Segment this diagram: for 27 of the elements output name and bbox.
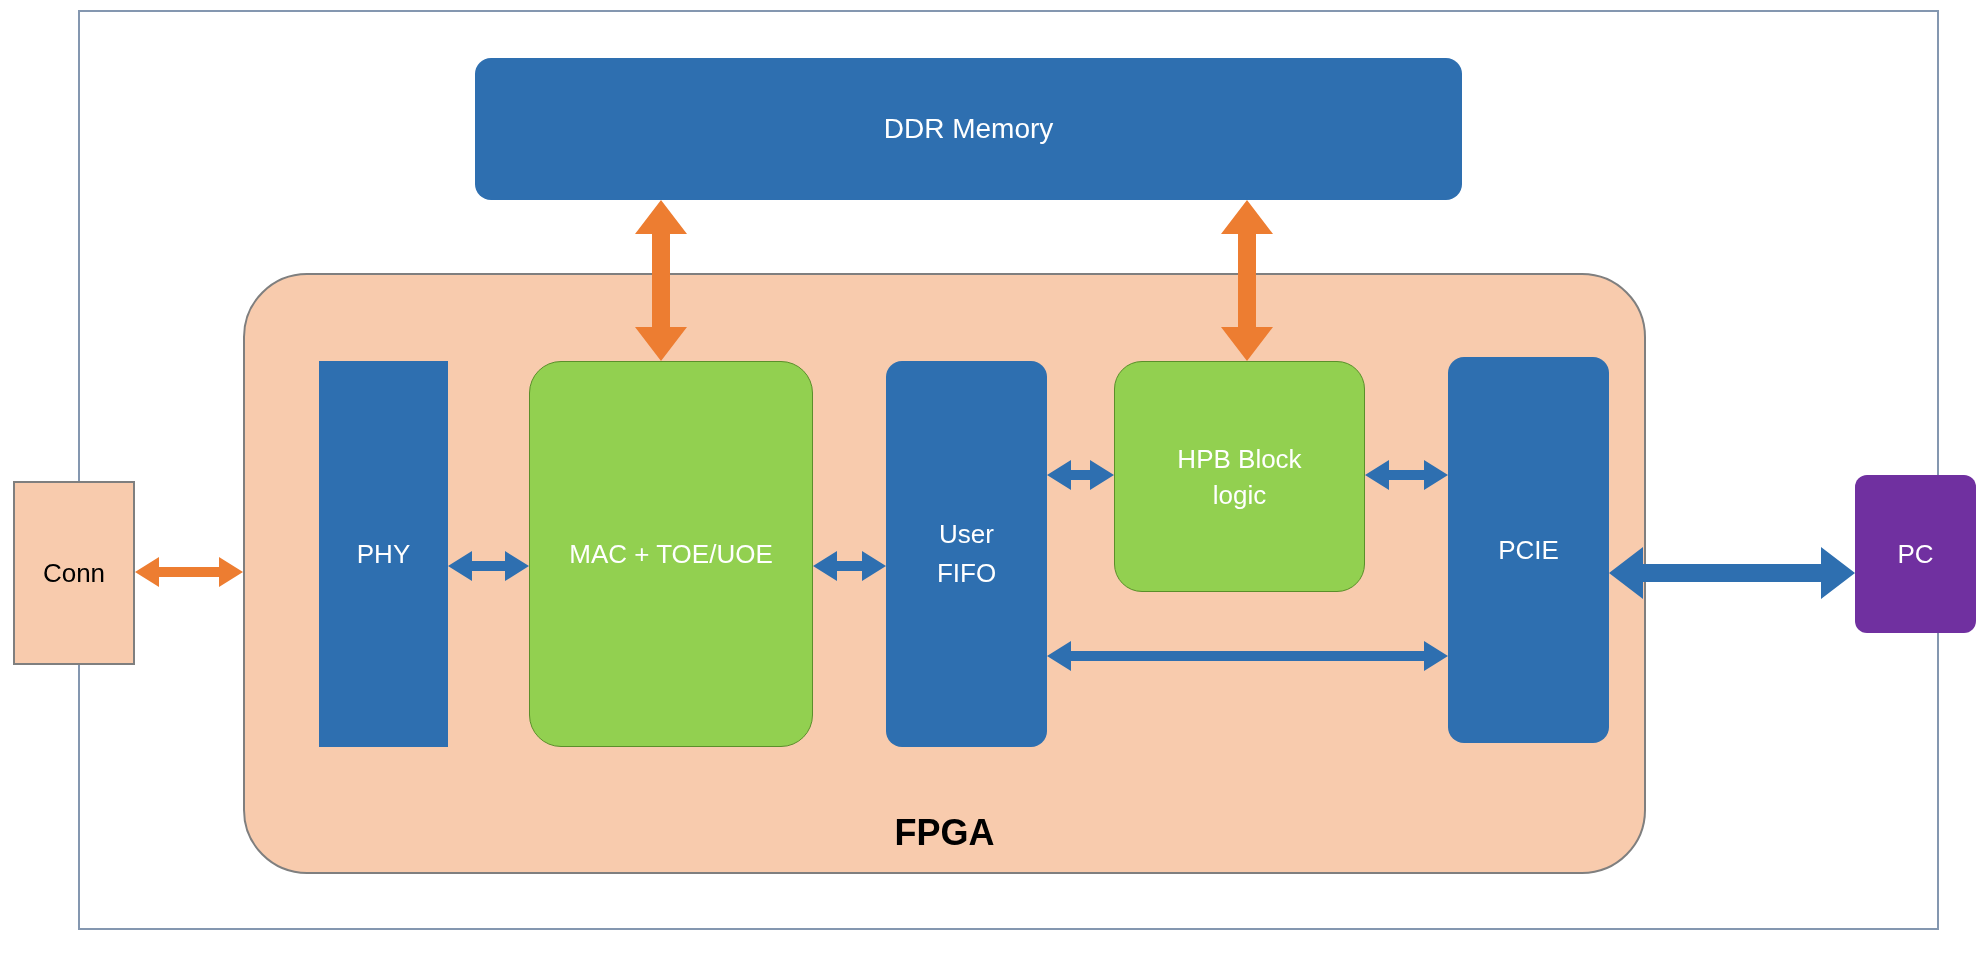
block-label: Conn — [42, 556, 106, 590]
block-label: PCIE — [1498, 533, 1559, 567]
block-label: PC — [1897, 537, 1934, 571]
block-label: HPB Block logic — [1176, 442, 1303, 512]
double-arrow — [1221, 200, 1273, 361]
phy-block — [319, 361, 448, 747]
block-label: DDR Memory — [883, 112, 1054, 146]
logic-block — [1114, 361, 1365, 592]
double-arrow — [135, 557, 243, 587]
block-label: MAC + TOE/UOE — [569, 537, 773, 571]
fifo-block — [886, 361, 1047, 747]
double-arrow — [448, 551, 529, 581]
block-label: FPGA — [894, 811, 995, 855]
fpga-block — [243, 273, 1646, 874]
pcie-block — [1448, 357, 1609, 743]
double-arrow — [1609, 547, 1855, 599]
mac-block — [529, 361, 813, 747]
pc-block — [1855, 475, 1976, 633]
double-arrow — [1365, 460, 1448, 490]
double-arrow — [1047, 460, 1114, 490]
double-arrow — [1047, 641, 1448, 671]
double-arrow — [635, 200, 687, 361]
block-label: PHY — [356, 537, 411, 571]
block-label: User FIFO — [935, 518, 998, 590]
connector-block — [13, 481, 135, 665]
memory-block — [475, 58, 1462, 200]
double-arrow — [813, 551, 886, 581]
